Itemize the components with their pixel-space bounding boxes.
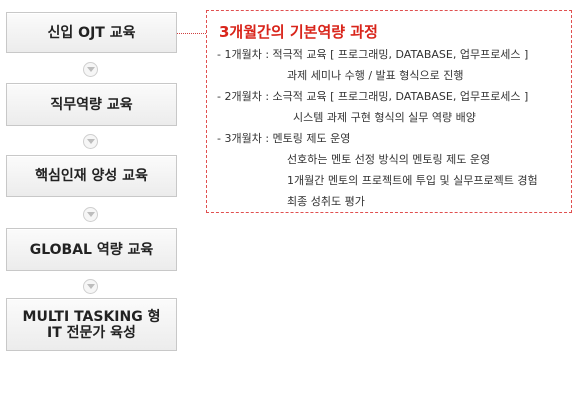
chevron-down-icon bbox=[83, 62, 98, 77]
step-label-line2: IT 전문가 육성 bbox=[47, 324, 136, 341]
step-label-line1: MULTI TASKING 형 bbox=[22, 308, 161, 325]
panel-title: 3개월간의 기본역량 과정 bbox=[219, 23, 378, 41]
month3-detail-2: 1개월간 멘토의 프로젝트에 투입 및 실무프로젝트 경험 bbox=[287, 174, 538, 187]
chevron-down-icon bbox=[83, 279, 98, 294]
step-label: GLOBAL 역량 교육 bbox=[29, 241, 154, 258]
month2-heading: - 2개월차 : 소극적 교육 [ 프로그래밍, DATABASE, 업무프로세… bbox=[217, 90, 529, 103]
step-label: 신입 OJT 교육 bbox=[47, 24, 136, 41]
month1-heading: - 1개월차 : 적극적 교육 [ 프로그래밍, DATABASE, 업무프로세… bbox=[217, 48, 529, 61]
step-core-talent: 핵심인재 양성 교육 bbox=[6, 155, 177, 197]
month3-heading: - 3개월차 : 멘토링 제도 운영 bbox=[217, 132, 351, 145]
step-global-competency: GLOBAL 역량 교육 bbox=[6, 228, 177, 271]
step-job-competency: 직무역량 교육 bbox=[6, 83, 177, 126]
detail-panel: 3개월간의 기본역량 과정 - 1개월차 : 적극적 교육 [ 프로그래밍, D… bbox=[206, 10, 572, 213]
step-label: MULTI TASKING 형 IT 전문가 육성 bbox=[23, 309, 161, 341]
connector-line bbox=[177, 33, 206, 34]
step-label: 핵심인재 양성 교육 bbox=[35, 168, 148, 184]
step-new-hire-ojt: 신입 OJT 교육 bbox=[6, 12, 177, 53]
step-label: 직무역량 교육 bbox=[50, 96, 133, 113]
month1-detail: 과제 세미나 수행 / 발표 형식으로 진행 bbox=[287, 69, 464, 82]
month3-detail-1: 선호하는 멘토 선정 방식의 멘토링 제도 운영 bbox=[287, 153, 491, 166]
month2-detail: 시스템 과제 구현 형식의 실무 역량 배양 bbox=[293, 111, 476, 124]
step-multi-tasking: MULTI TASKING 형 IT 전문가 육성 bbox=[6, 298, 177, 351]
month3-detail-3: 최종 성취도 평가 bbox=[287, 195, 365, 208]
chevron-down-icon bbox=[83, 134, 98, 149]
chevron-down-icon bbox=[83, 207, 98, 222]
